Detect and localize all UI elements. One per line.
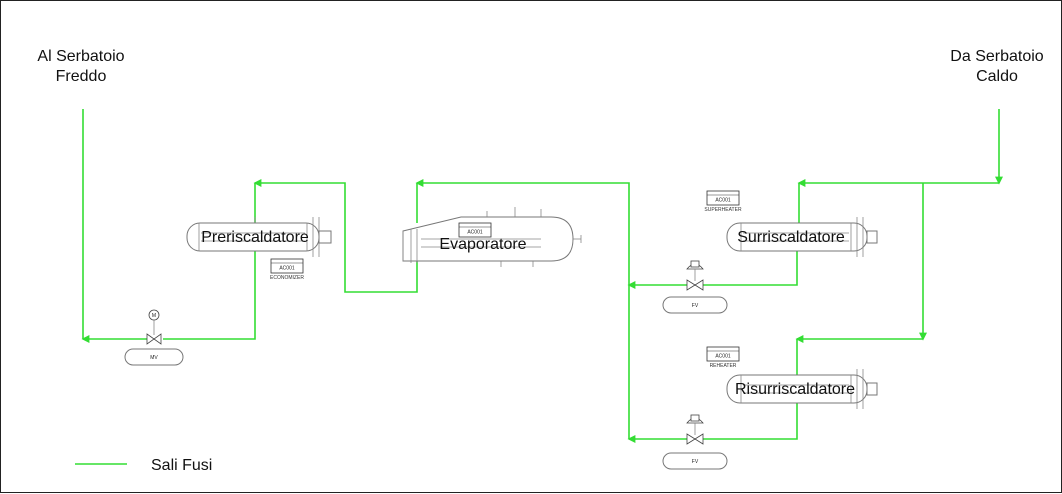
pipe-reheater-outlet [703, 401, 798, 440]
motor-valve[interactable]: M MV [124, 309, 184, 366]
superheater-tag-desc: SUPERHEATER [704, 207, 742, 213]
fv2-label: FV [692, 459, 699, 465]
superheater-tag-id: AC001 [715, 198, 731, 204]
hot-tank-label-line1: Da Serbatoio [950, 48, 1043, 65]
pipe-preheater-outlet [163, 251, 256, 340]
preheater-label: Preriscaldatore [201, 229, 309, 246]
superheater-exchanger[interactable]: Surriscaldatore [726, 217, 878, 257]
mv-label: MV [150, 355, 158, 361]
pipe-collector [415, 179, 630, 439]
flow-valve-2[interactable]: FV [662, 414, 728, 470]
reheater-label: Risurriscaldatore [735, 381, 855, 398]
evaporator-label: Evaporatore [439, 236, 526, 253]
legend-label: Sali Fusi [151, 457, 212, 474]
superheater-label: Surriscaldatore [737, 229, 845, 246]
preheater-tag[interactable]: AC001 ECONOMIZER [270, 258, 304, 281]
legend: Sali Fusi [75, 457, 212, 474]
pipe-evap-outlet [253, 179, 418, 293]
preheater-tag-id: AC001 [279, 266, 295, 272]
molten-salt-pipes [81, 109, 1003, 443]
pipe-superheater-outlet [703, 251, 798, 286]
flow-valve-1[interactable]: FV [662, 260, 728, 314]
preheater-exchanger[interactable]: Preriscaldatore [186, 217, 332, 257]
fv1-label: FV [692, 303, 699, 309]
evaporator-drum[interactable]: AC001 Evaporatore [402, 207, 582, 267]
cold-tank-label-line1: Al Serbatoio [37, 48, 124, 65]
motor-symbol: M [152, 313, 156, 319]
reheater-tag-desc: REHEATER [710, 363, 737, 369]
reheater-tag-id: AC001 [715, 354, 731, 360]
superheater-tag[interactable]: AC001 SUPERHEATER [704, 190, 742, 213]
cold-tank-terminal: Al Serbatoio Freddo [37, 48, 124, 85]
cold-tank-label-line2: Freddo [56, 68, 107, 85]
preheater-tag-desc: ECONOMIZER [270, 275, 304, 281]
hot-tank-label-line2: Caldo [976, 68, 1018, 85]
evaporator-tag-id: AC001 [467, 230, 483, 236]
hot-tank-terminal: Da Serbatoio Caldo [950, 48, 1043, 85]
reheater-tag[interactable]: AC001 REHEATER [706, 346, 740, 369]
reheater-exchanger[interactable]: Risurriscaldatore [726, 369, 878, 409]
